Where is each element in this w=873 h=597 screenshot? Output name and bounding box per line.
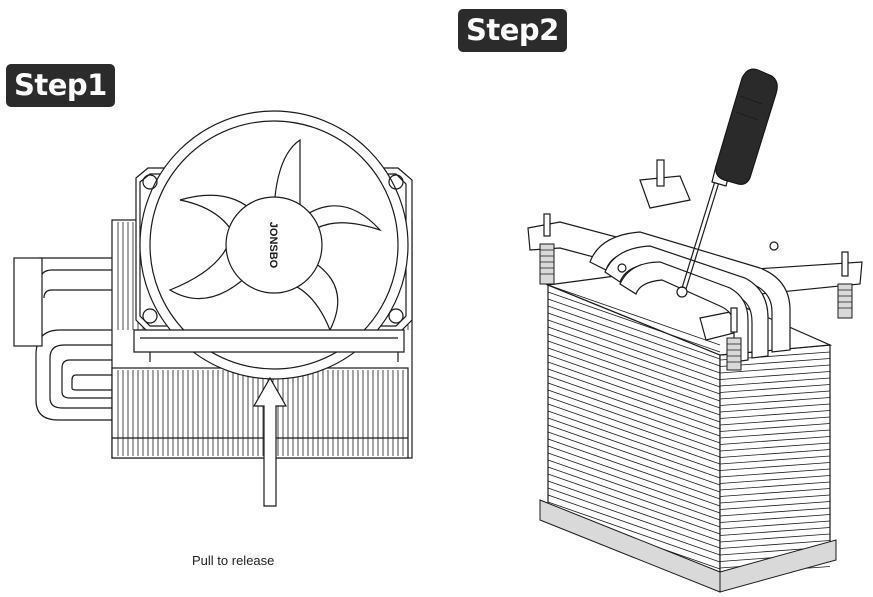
fan-clip (133, 329, 405, 362)
step2-cooler-illustration (527, 68, 863, 593)
spring-screw-front-left (539, 213, 555, 285)
fan-icon: JONSBO (135, 110, 413, 380)
step1-badge: Step1 (6, 64, 115, 107)
center-screw (676, 286, 688, 298)
step1-caption: Pull to release (192, 553, 275, 568)
fan-hub-brand: JONSBO (267, 222, 279, 269)
step2-badge: Step2 (458, 9, 567, 52)
screwdriver-icon (681, 68, 778, 290)
spring-screw-front-right (726, 307, 742, 371)
arrow-up-icon (252, 376, 288, 507)
spring-screw-back (656, 159, 665, 187)
heatpipe-loops (13, 257, 119, 421)
spring-screw-right (837, 251, 853, 319)
step1-cooler-illustration: JONSBO (13, 110, 413, 507)
